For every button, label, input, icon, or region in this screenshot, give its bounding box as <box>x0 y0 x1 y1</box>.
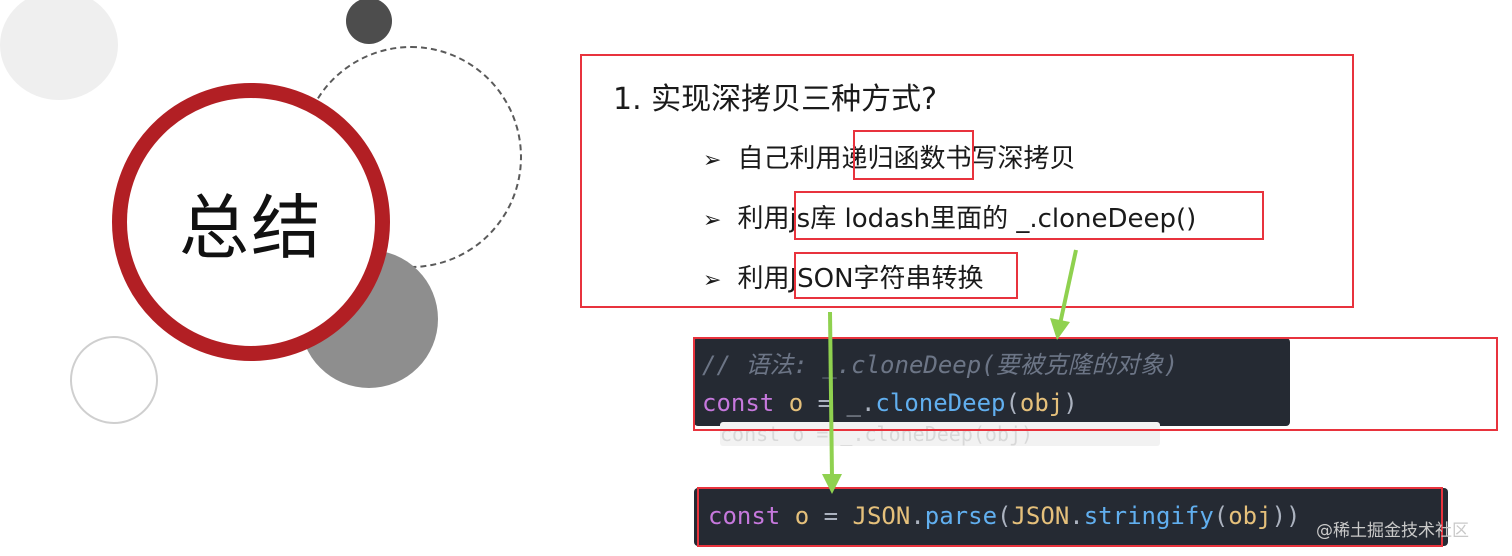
bullet-text-highlight: JSON字符串转换 <box>789 264 984 294</box>
bullet-arrow-icon: ➢ <box>703 268 722 293</box>
code-token: ( <box>1213 502 1229 530</box>
code-token: ( <box>1005 389 1020 417</box>
code-frame-lodash <box>693 337 1498 431</box>
code-token: stringify <box>1083 502 1214 530</box>
bullet-text-after: 书写深拷贝 <box>945 144 1076 174</box>
highlight-box-json <box>794 252 1018 299</box>
code-token: ) <box>1063 389 1078 417</box>
code-token: . <box>910 502 925 530</box>
bullet-arrow-icon: ➢ <box>703 148 722 173</box>
decorative-circle-light <box>0 0 118 100</box>
code-reflection: const o = _.cloneDeep(obj) <box>720 422 1160 446</box>
decorative-circle-outline <box>70 336 158 424</box>
summary-box <box>580 54 1354 308</box>
arrowhead-lodash-icon <box>1050 318 1070 340</box>
code-token: o <box>780 502 824 530</box>
highlight-box-recursion <box>853 130 974 180</box>
code-token: _. <box>832 389 876 417</box>
code-token: )) <box>1271 502 1301 530</box>
watermark: @稀土掘金技术社区 <box>1316 521 1469 541</box>
code-token: obj <box>1019 389 1064 417</box>
code-block-json <box>694 488 1448 546</box>
bullet-item-lodash: ➢ 利用js库 lodash里面的 _.cloneDeep() <box>703 198 1196 235</box>
code-token: ( <box>997 502 1012 530</box>
arrow-to-lodash-code <box>1058 249 1078 325</box>
code-token: const <box>702 389 775 417</box>
code-token: cloneDeep <box>875 389 1006 417</box>
code-token: obj <box>1228 502 1272 530</box>
bullet-text-before: 利用 <box>737 264 790 294</box>
bullet-text-highlight: 递归函数 <box>841 144 946 174</box>
decorative-circle-dark <box>346 0 392 44</box>
code-token: = <box>817 389 833 417</box>
code-line-lodash: const o = _.cloneDeep(obj) <box>702 389 1078 417</box>
code-frame-json <box>697 487 1443 547</box>
code-token: = <box>823 502 839 530</box>
bullet-text-before: 自己利用 <box>737 144 842 174</box>
bullet-text-highlight: js库 lodash里面的 _.cloneDeep() <box>789 204 1197 234</box>
bullet-item-json: ➢ 利用JSON字符串转换 <box>703 258 984 295</box>
code-block-lodash <box>694 338 1290 426</box>
question-heading: 1. 实现深拷贝三种方式? <box>613 82 938 117</box>
code-token: o <box>774 389 818 417</box>
code-token: . <box>1069 502 1084 530</box>
code-token: const <box>708 502 781 530</box>
arrowhead-json-icon <box>822 474 842 494</box>
code-token: JSON <box>1011 502 1070 530</box>
bullet-text-before: 利用 <box>737 204 790 234</box>
highlight-box-lodash <box>794 191 1264 240</box>
code-comment: // 语法: _.cloneDeep(要被克隆的对象) <box>702 351 1179 379</box>
code-token: JSON <box>838 502 911 530</box>
arrow-to-json-code <box>828 311 834 479</box>
slide-title: 总结 <box>179 186 323 269</box>
code-line-json: const o = JSON.parse(JSON.stringify(obj)… <box>708 502 1300 530</box>
code-token: parse <box>924 502 998 530</box>
bullet-arrow-icon: ➢ <box>703 208 722 233</box>
bullet-item-recursion: ➢ 自己利用递归函数书写深拷贝 <box>703 138 1075 175</box>
